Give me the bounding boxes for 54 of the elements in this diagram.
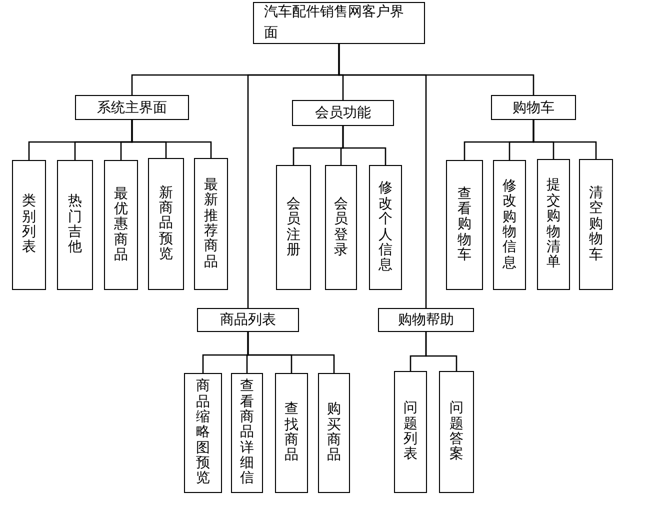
node-label: 汽车配件销售网客户界面 [263, 3, 405, 43]
connector-line [338, 44, 427, 308]
connector-line [131, 120, 212, 158]
function-box [276, 165, 311, 290]
node-label: 会员功能 [315, 104, 371, 122]
category-box [292, 100, 394, 126]
node-label: 最新推荐商品 [204, 178, 218, 270]
node-label: 系统主界面 [97, 98, 167, 116]
function-box [579, 159, 613, 290]
function-box [184, 373, 222, 493]
node-label: 热门吉他 [68, 194, 82, 256]
node-label: 购物车 [512, 98, 554, 116]
node-label: 清空购物车 [589, 186, 603, 263]
function-box [57, 160, 93, 290]
category-box [75, 95, 189, 120]
category-box [378, 308, 474, 332]
function-box [194, 158, 228, 290]
node-label: 商品列表 [220, 311, 276, 329]
node-label: 查找商品 [284, 402, 298, 464]
node-label: 修改购物信息 [502, 178, 516, 272]
node-label: 会员注册 [286, 196, 300, 258]
node-label: 问题答案 [450, 401, 464, 463]
connector-line [247, 332, 335, 373]
node-label: 会员登录 [334, 196, 348, 258]
node-label: 新商品预览 [159, 186, 173, 262]
function-box [439, 371, 474, 493]
function-box [318, 373, 350, 493]
function-box [275, 373, 308, 493]
category-box [491, 95, 576, 120]
node-label: 问题列表 [404, 401, 418, 463]
node-label: 修改个人信息 [378, 181, 392, 274]
node-label: 查看购物车 [458, 186, 472, 264]
function-box [12, 160, 46, 290]
connector-line [425, 332, 458, 371]
category-box [197, 308, 299, 332]
node-label: 查看商品详细信 [240, 379, 254, 487]
connector-line [532, 120, 597, 159]
node-label: 购物帮助 [398, 311, 454, 329]
function-box [148, 158, 184, 290]
function-box [231, 373, 263, 493]
function-box [104, 160, 138, 290]
function-box [325, 165, 357, 290]
function-box [493, 160, 526, 290]
node-label: 类别列表 [22, 194, 36, 256]
function-box [369, 165, 402, 290]
node-label: 商品缩略图预览 [196, 379, 210, 487]
node-label: 提交购物清单 [546, 178, 560, 271]
function-box [537, 159, 570, 290]
node-label: 最优惠商品 [114, 186, 128, 264]
title-box [253, 2, 425, 44]
function-box [446, 160, 483, 290]
connector-line [342, 126, 386, 165]
function-box [394, 371, 427, 493]
node-label: 购买商品 [327, 402, 341, 464]
